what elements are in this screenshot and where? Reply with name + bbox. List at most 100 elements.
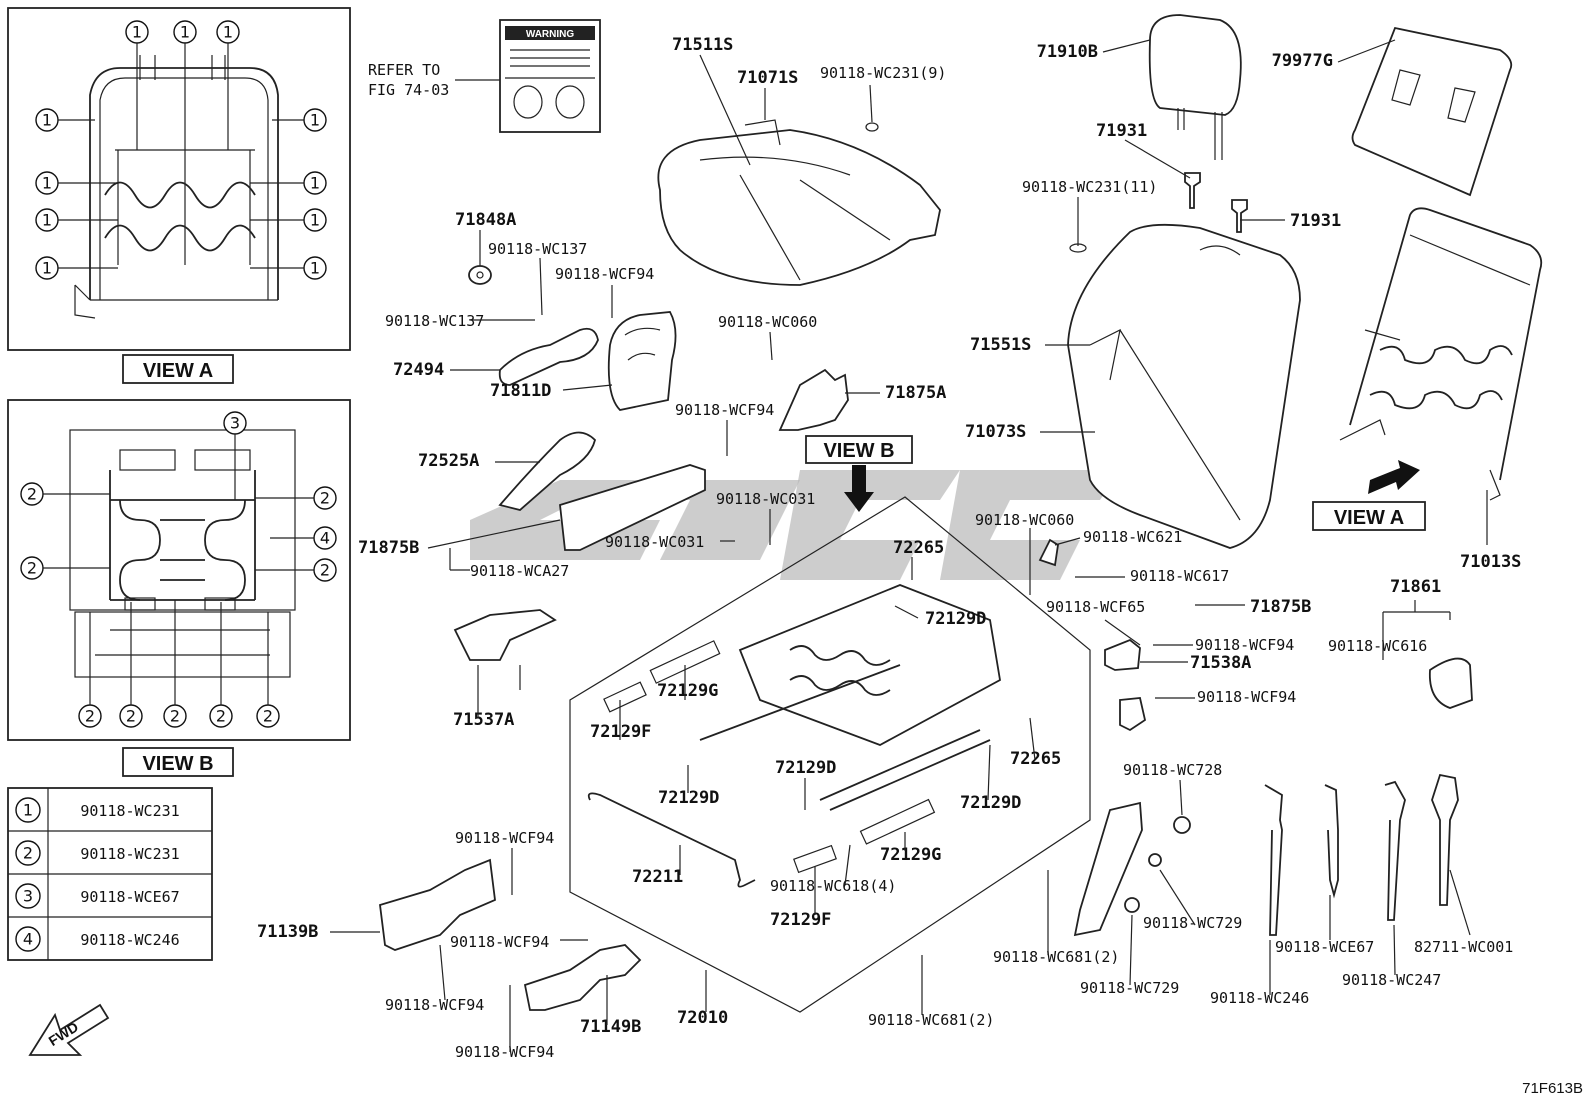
marker: 1 (223, 23, 233, 42)
part-label-p90118WC137b: 90118-WC137 (385, 312, 484, 330)
marker: 2 (170, 707, 180, 726)
part-label-p71013S: 71013S (1460, 552, 1521, 572)
part-label-p90118WC231_11: 90118-WC231(11) (1022, 178, 1157, 196)
part-label-p71071S: 71071S (737, 68, 798, 88)
legend-symbol-circle (15, 926, 41, 952)
part-label-p90118WCE67: 90118-WCE67 (1275, 938, 1374, 956)
legend-part-number: 90118-WC231 (80, 802, 179, 820)
part-label-p71848A: 71848A (455, 210, 516, 230)
legend-symbol: 3 (23, 887, 33, 906)
leader-line (1449, 869, 1471, 936)
part-label-p72129F_b: 72129F (770, 910, 831, 930)
marker: 1 (310, 211, 320, 230)
seat-adjuster-group (569, 496, 1091, 1013)
small-parts-left (453, 265, 849, 690)
part-label-p90118WCF94c: 90118-WCF94 (1195, 636, 1294, 654)
part-label-p90118WCF94d: 90118-WCF94 (1197, 688, 1296, 706)
leader-line (439, 944, 446, 1001)
marker: 2 (27, 485, 37, 504)
part-label-p72010: 72010 (677, 1008, 728, 1028)
part-label-p71073S: 71073S (965, 422, 1026, 442)
view-b-arrow (844, 465, 874, 512)
part-label-p71875Ba: 71875B (358, 538, 419, 558)
part-label-p90118WC681b: 90118-WC681(2) (868, 1011, 994, 1029)
leader-line (562, 384, 613, 391)
view-a-title-box (122, 354, 234, 384)
leader-line (1159, 869, 1196, 926)
marker: 2 (263, 707, 273, 726)
legend-part-number: 90118-WCE67 (80, 888, 179, 906)
part-label-p72525A: 72525A (418, 451, 479, 471)
marker: 1 (42, 211, 52, 230)
part-label-p90118WC728: 90118-WC728 (1123, 761, 1222, 779)
marker: 4 (320, 529, 330, 548)
legend-symbol-circle (15, 840, 41, 866)
leader-line (987, 744, 991, 801)
seat-cushion-cover (657, 119, 941, 286)
marker: 1 (310, 111, 320, 130)
part-label-p90118WCF94a: 90118-WCF94 (555, 265, 654, 283)
marker: 2 (320, 561, 330, 580)
marker: 2 (27, 559, 37, 578)
marker: 1 (310, 259, 320, 278)
legend-part-number: 90118-WC246 (80, 931, 179, 949)
part-label-p90118WC618: 90118-WC618(4) (770, 877, 896, 895)
part-label-p90118WC616: 90118-WC616 (1328, 637, 1427, 655)
leader-line (1124, 139, 1191, 179)
part-label-p72211: 72211 (632, 867, 683, 887)
view-b-callout-box (805, 435, 913, 464)
leader-line (1029, 717, 1036, 761)
leader-line (1054, 537, 1081, 546)
lower-left-brackets (379, 858, 642, 1011)
view-a-callout-box (1312, 501, 1426, 531)
view-b-callout: VIEW B (823, 440, 894, 462)
part-label-p71910B: 71910B (1037, 42, 1098, 62)
marker: 2 (85, 707, 95, 726)
part-label-p71931a: 71931 (1096, 121, 1147, 141)
part-label-p72129Da: 72129D (925, 609, 986, 629)
part-label-p90118WC247: 90118-WC247 (1342, 971, 1441, 989)
marker: 3 (230, 414, 240, 433)
leader-line (844, 844, 851, 886)
marker: 1 (42, 259, 52, 278)
marker: 1 (180, 23, 190, 42)
marker: 1 (42, 111, 52, 130)
leader-line (769, 331, 773, 361)
part-label-p90118WCF94g: 90118-WCF94 (385, 996, 484, 1014)
view-b-callout-markers: 3 2 2 4 2 2 2 2 2 2 2 (20, 411, 337, 728)
part-label-p72129Db: 72129D (658, 788, 719, 808)
seatback-pad (1351, 26, 1513, 197)
marker: 2 (126, 707, 136, 726)
view-a-panel: 1 1 1 1 1 1 1 1 1 1 1 (7, 7, 351, 351)
leader-line (1337, 39, 1396, 63)
part-label-p90118WCF94f: 90118-WCF94 (450, 933, 549, 951)
part-label-p71875A: 71875A (885, 383, 946, 403)
view-a-callout: VIEW A (1334, 507, 1404, 529)
marker: 2 (320, 489, 330, 508)
part-label-p71139B: 71139B (257, 922, 318, 942)
part-label-p90118WC031b: 90118-WC031 (605, 533, 704, 551)
marker: 2 (216, 707, 226, 726)
part-label-p79977G: 79977G (1272, 51, 1333, 71)
part-label-p71537A: 71537A (453, 710, 514, 730)
seatback-cover (1067, 223, 1301, 549)
figure-code: 71F613B (1522, 1080, 1583, 1097)
view-b-panel: 3 2 2 4 2 2 2 2 2 2 2 (7, 399, 351, 741)
headrest (1148, 14, 1242, 160)
view-a-title: VIEW A (143, 360, 213, 382)
refer-note-line2: FIG 74-03 (368, 81, 449, 99)
part-label-p90118WC729b: 90118-WC729 (1080, 979, 1179, 997)
leader-line (1393, 924, 1396, 976)
part-label-p71149B: 71149B (580, 1017, 641, 1037)
legend-part-number: 90118-WC231 (80, 845, 179, 863)
part-label-p90118WC231_9: 90118-WC231(9) (820, 64, 946, 82)
part-label-p72265a: 72265 (893, 538, 944, 558)
part-label-p90118WC621: 90118-WC621 (1083, 528, 1182, 546)
part-label-p71861: 71861 (1390, 577, 1441, 597)
part-label-p72129G_b: 72129G (880, 845, 941, 865)
part-label-p90118WC729a: 90118-WC729 (1143, 914, 1242, 932)
marker: 1 (132, 23, 142, 42)
part-label-p90118WCF94h: 90118-WCF94 (455, 1043, 554, 1061)
